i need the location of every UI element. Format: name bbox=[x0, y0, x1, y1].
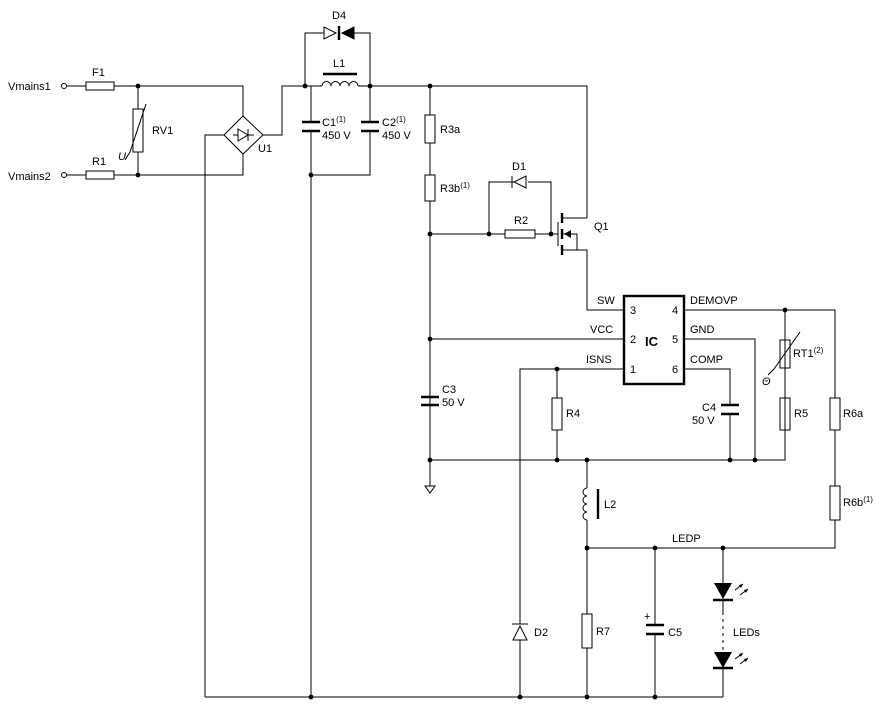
ic-controller: IC 3 2 1 4 5 6 SW VCC ISNS DEMOVP GND CO… bbox=[586, 294, 738, 386]
resistor-r7: R7 bbox=[581, 613, 610, 649]
capacitor-c5: + C5 bbox=[644, 611, 682, 639]
thermistor-rt1: RT1(2) Θ bbox=[762, 331, 824, 388]
inductor-l1: L1 bbox=[321, 58, 359, 87]
svg-text:U1: U1 bbox=[258, 143, 272, 155]
pin-name: COMP bbox=[690, 354, 723, 366]
svg-text:+: + bbox=[644, 611, 650, 623]
pin-name: DEMOVP bbox=[690, 295, 738, 307]
ground-symbol bbox=[424, 485, 436, 494]
svg-text:R6b(1): R6b(1) bbox=[843, 495, 873, 509]
inductor-l2: L2 bbox=[582, 487, 616, 521]
svg-text:C4: C4 bbox=[702, 402, 716, 414]
pin-name: GND bbox=[690, 324, 715, 336]
svg-text:L2: L2 bbox=[604, 499, 616, 511]
svg-text:C5: C5 bbox=[668, 627, 682, 639]
svg-text:R7: R7 bbox=[596, 626, 610, 638]
pin-number: 2 bbox=[630, 334, 636, 346]
diode-d1: D1 bbox=[508, 161, 527, 189]
svg-text:L1: L1 bbox=[333, 58, 345, 70]
svg-text:F1: F1 bbox=[92, 67, 105, 79]
capacitor-c2: C2(1) 450 V bbox=[361, 115, 411, 142]
resistor-r5: R5 bbox=[779, 397, 808, 431]
fuse-f1: F1 bbox=[85, 67, 115, 91]
resistor-r3b: R3b(1) bbox=[424, 174, 470, 202]
svg-text:450 V: 450 V bbox=[382, 130, 411, 142]
resistor-r3a: R3a bbox=[424, 114, 461, 144]
svg-text:R5: R5 bbox=[794, 408, 808, 420]
varistor-rv1: RV1 U bbox=[118, 103, 173, 163]
svg-text:450 V: 450 V bbox=[322, 130, 351, 142]
pin-name: ISNS bbox=[586, 354, 612, 366]
svg-text:50 V: 50 V bbox=[442, 397, 465, 409]
svg-text:C2(1): C2(1) bbox=[382, 115, 406, 129]
diode-d2: D2 bbox=[512, 620, 548, 643]
pin-number: 4 bbox=[672, 305, 678, 317]
pin-number: 5 bbox=[672, 334, 678, 346]
svg-text:U: U bbox=[118, 151, 126, 163]
svg-text:LEDs: LEDs bbox=[733, 627, 760, 639]
svg-text:R6a: R6a bbox=[843, 408, 864, 420]
led-string: LEDs bbox=[713, 583, 760, 670]
resistor-r6b: R6b(1) bbox=[829, 485, 873, 521]
svg-text:Q1: Q1 bbox=[594, 221, 609, 233]
resistor-r2: R2 bbox=[504, 215, 536, 239]
svg-text:R2: R2 bbox=[514, 215, 528, 227]
input-terminals: Vmains1 Vmains2 bbox=[8, 81, 67, 183]
svg-text:D4: D4 bbox=[332, 10, 346, 22]
svg-text:RV1: RV1 bbox=[152, 125, 173, 137]
svg-text:R3a: R3a bbox=[440, 124, 461, 136]
ledp-node-label: LEDP bbox=[672, 533, 701, 545]
svg-text:Θ: Θ bbox=[762, 376, 771, 388]
wires bbox=[66, 32, 836, 698]
svg-text:D2: D2 bbox=[534, 627, 548, 639]
pin-number: 3 bbox=[630, 305, 636, 317]
capacitor-c4: C4 50 V bbox=[692, 402, 739, 427]
capacitor-c1: C1(1) 450 V bbox=[302, 115, 351, 142]
bridge-rectifier-u1: U1 bbox=[223, 115, 272, 155]
resistor-r1: R1 bbox=[85, 156, 115, 180]
svg-text:C3: C3 bbox=[442, 384, 456, 396]
mosfet-q1: Q1 bbox=[560, 213, 609, 255]
svg-text:R1: R1 bbox=[92, 156, 106, 168]
svg-text:R4: R4 bbox=[566, 408, 580, 420]
vmains1-label: Vmains1 bbox=[8, 81, 51, 93]
pin-name: SW bbox=[597, 295, 615, 307]
resistor-r6a: R6a bbox=[829, 397, 864, 431]
junctions bbox=[135, 83, 788, 700]
vmains2-label: Vmains2 bbox=[8, 171, 51, 183]
svg-text:50 V: 50 V bbox=[692, 415, 715, 427]
resistor-r4: R4 bbox=[551, 397, 580, 431]
svg-text:IC: IC bbox=[645, 334, 659, 349]
pin-number: 1 bbox=[630, 364, 636, 376]
pin-name: VCC bbox=[590, 324, 613, 336]
pin-number: 6 bbox=[672, 364, 678, 376]
svg-text:RT1(2): RT1(2) bbox=[793, 346, 824, 360]
diode-d4: D4 bbox=[322, 10, 356, 40]
capacitor-c3: C3 50 V bbox=[421, 384, 465, 409]
svg-text:D1: D1 bbox=[512, 161, 526, 173]
svg-text:R3b(1): R3b(1) bbox=[440, 181, 470, 195]
svg-text:C1(1): C1(1) bbox=[322, 115, 346, 129]
